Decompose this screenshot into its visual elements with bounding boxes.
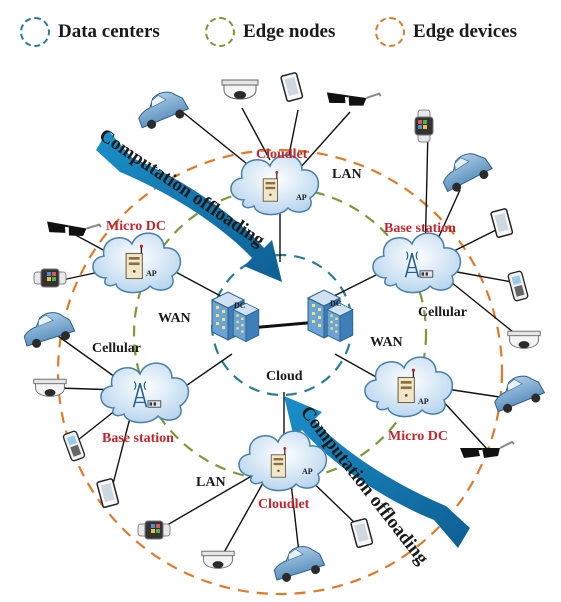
tablet-icon (349, 517, 374, 549)
wan-label-left: WAN (158, 311, 191, 326)
base-station-right-label: Base station (384, 221, 456, 236)
watch-icon (137, 520, 171, 540)
cloud-label: Cloud (266, 369, 303, 384)
glasses-icon (459, 441, 515, 459)
camera-icon (201, 550, 235, 569)
cloudlet-top (230, 154, 320, 216)
micro-dc-right (364, 356, 454, 418)
cellular-label-right: Cellular (418, 305, 467, 320)
micro-dc-right-label: Micro DC (388, 429, 448, 444)
legend-item-edge-nodes: Edge nodes (205, 17, 335, 47)
legend-label-data-centers: Data centers (58, 21, 160, 42)
car-icon (436, 146, 496, 196)
legend-item-data-centers: Data centers (20, 17, 160, 47)
watch-icon (33, 268, 67, 288)
legend-label-edge-nodes: Edge nodes (243, 21, 336, 42)
cloudlet-top-label: Cloudlet (256, 147, 308, 162)
watch-icon (414, 109, 434, 143)
legend-ring-data-centers (20, 17, 50, 47)
cloudlet-bottom-label: Cloudlet (258, 497, 310, 512)
camera-icon (507, 330, 541, 349)
dc-label-right: DC (330, 299, 342, 308)
offloading-arrow-top (96, 130, 282, 282)
base-station-left (100, 362, 190, 424)
legend: Data centers Edge nodes Edge devices (0, 0, 561, 60)
micro-dc-left-label: Micro DC (106, 219, 166, 234)
ap-label: AP (302, 467, 313, 476)
car-icon (488, 369, 548, 417)
cellular-label-left: Cellular (92, 341, 141, 356)
data-center-right-2 (326, 302, 354, 343)
tablet-icon (489, 207, 514, 239)
ap-label: AP (296, 193, 307, 202)
phone-icon (61, 429, 87, 463)
wan-label-right: WAN (370, 335, 403, 350)
camera-icon (221, 79, 259, 100)
camera-icon (33, 378, 67, 397)
base-station-left-label: Base station (102, 431, 174, 446)
lan-label-top: LAN (332, 167, 362, 182)
phone-icon (506, 270, 530, 302)
car-icon (132, 85, 192, 133)
tablet-icon (279, 71, 304, 103)
legend-label-edge-devices: Edge devices (413, 21, 517, 42)
offloading-arrow-bottom (284, 396, 470, 548)
edge-devices-ring (56, 148, 504, 596)
glasses-icon (324, 85, 383, 111)
legend-ring-edge-devices (375, 17, 405, 47)
ap-label: AP (146, 269, 157, 278)
legend-ring-edge-nodes (205, 17, 235, 47)
car-icon (269, 541, 327, 585)
lan-label-bottom: LAN (196, 475, 226, 490)
ap-label: AP (418, 397, 429, 406)
glasses-icon (44, 214, 103, 242)
base-station-right (372, 232, 462, 294)
dc-label-left: DC (234, 301, 246, 310)
legend-item-edge-devices: Edge devices (375, 17, 517, 47)
